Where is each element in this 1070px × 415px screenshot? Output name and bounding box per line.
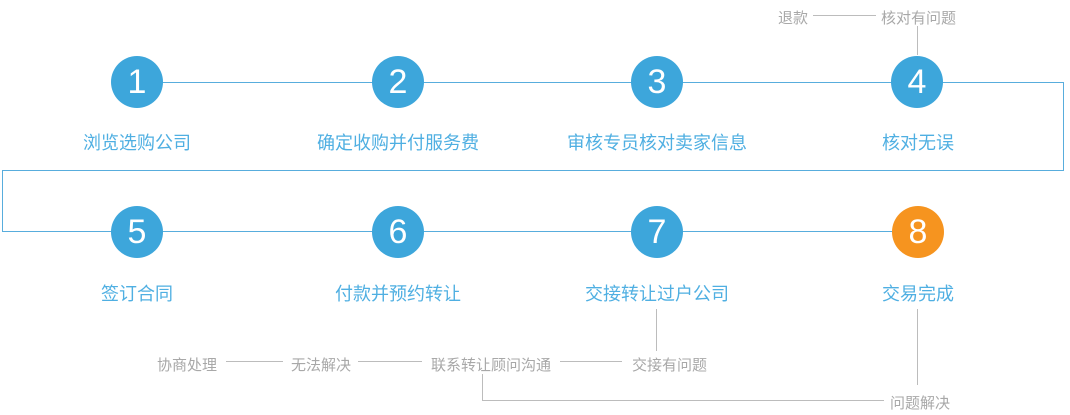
step-label-sign-contract: 签订合同	[101, 284, 173, 304]
step-circle-7: 7	[631, 206, 683, 258]
step-number-3: 3	[647, 63, 667, 101]
flow-line-row2	[2, 231, 918, 232]
step-number-5: 5	[127, 213, 147, 251]
cannot-resolve-connector-line	[358, 361, 422, 362]
step-circle-3: 3	[631, 56, 683, 108]
step-label-handover-transfer: 交接转让过户公司	[585, 284, 729, 304]
step-label-verify-seller-info: 审核专员核对卖家信息	[567, 133, 747, 153]
flow-line-left-vertical	[2, 170, 3, 232]
note-cannot-resolve: 无法解决	[291, 357, 352, 374]
step-circle-8: 8	[892, 206, 944, 258]
handover-drop-line	[656, 309, 657, 351]
step-number-4: 4	[907, 63, 927, 101]
step-label-deal-complete: 交易完成	[882, 284, 954, 304]
refund-connector-line	[813, 15, 876, 16]
step-number-8: 8	[908, 213, 928, 251]
note-contact-consultant: 联系转让顾问沟通	[431, 357, 552, 374]
step-label-confirm-purchase: 确定收购并付服务费	[317, 133, 479, 153]
note-problem-solved: 问题解决	[890, 395, 951, 412]
step-circle-2: 2	[372, 56, 424, 108]
step-circle-1: 1	[111, 56, 163, 108]
step-circle-5: 5	[111, 206, 163, 258]
step-circle-4: 4	[891, 56, 943, 108]
flow-line-wrap-horizontal	[2, 170, 1064, 171]
step-number-7: 7	[647, 213, 667, 251]
contact-elbow-vertical-line	[482, 374, 483, 401]
flow-line-row1	[137, 82, 1064, 83]
step-label-pay-and-schedule: 付款并预约转让	[335, 284, 461, 304]
note-check-problem: 核对有问题	[881, 10, 957, 27]
note-refund: 退款	[778, 10, 809, 27]
step-label-browse-companies: 浏览选购公司	[83, 133, 191, 153]
contact-elbow-horizontal-line	[482, 400, 884, 401]
contact-connector-line	[560, 361, 622, 362]
note-negotiate: 协商处理	[157, 357, 218, 374]
step-number-1: 1	[127, 63, 147, 101]
step-label-verified-ok: 核对无误	[882, 133, 954, 153]
note-handover-problem: 交接有问题	[632, 357, 708, 374]
step-number-6: 6	[388, 213, 408, 251]
check-problem-drop-line	[917, 26, 918, 55]
step-circle-6: 6	[372, 206, 424, 258]
flow-line-right-vertical	[1063, 82, 1064, 171]
negotiate-connector-line	[226, 361, 283, 362]
problem-solved-drop-line	[917, 309, 918, 385]
step-number-2: 2	[388, 63, 408, 101]
